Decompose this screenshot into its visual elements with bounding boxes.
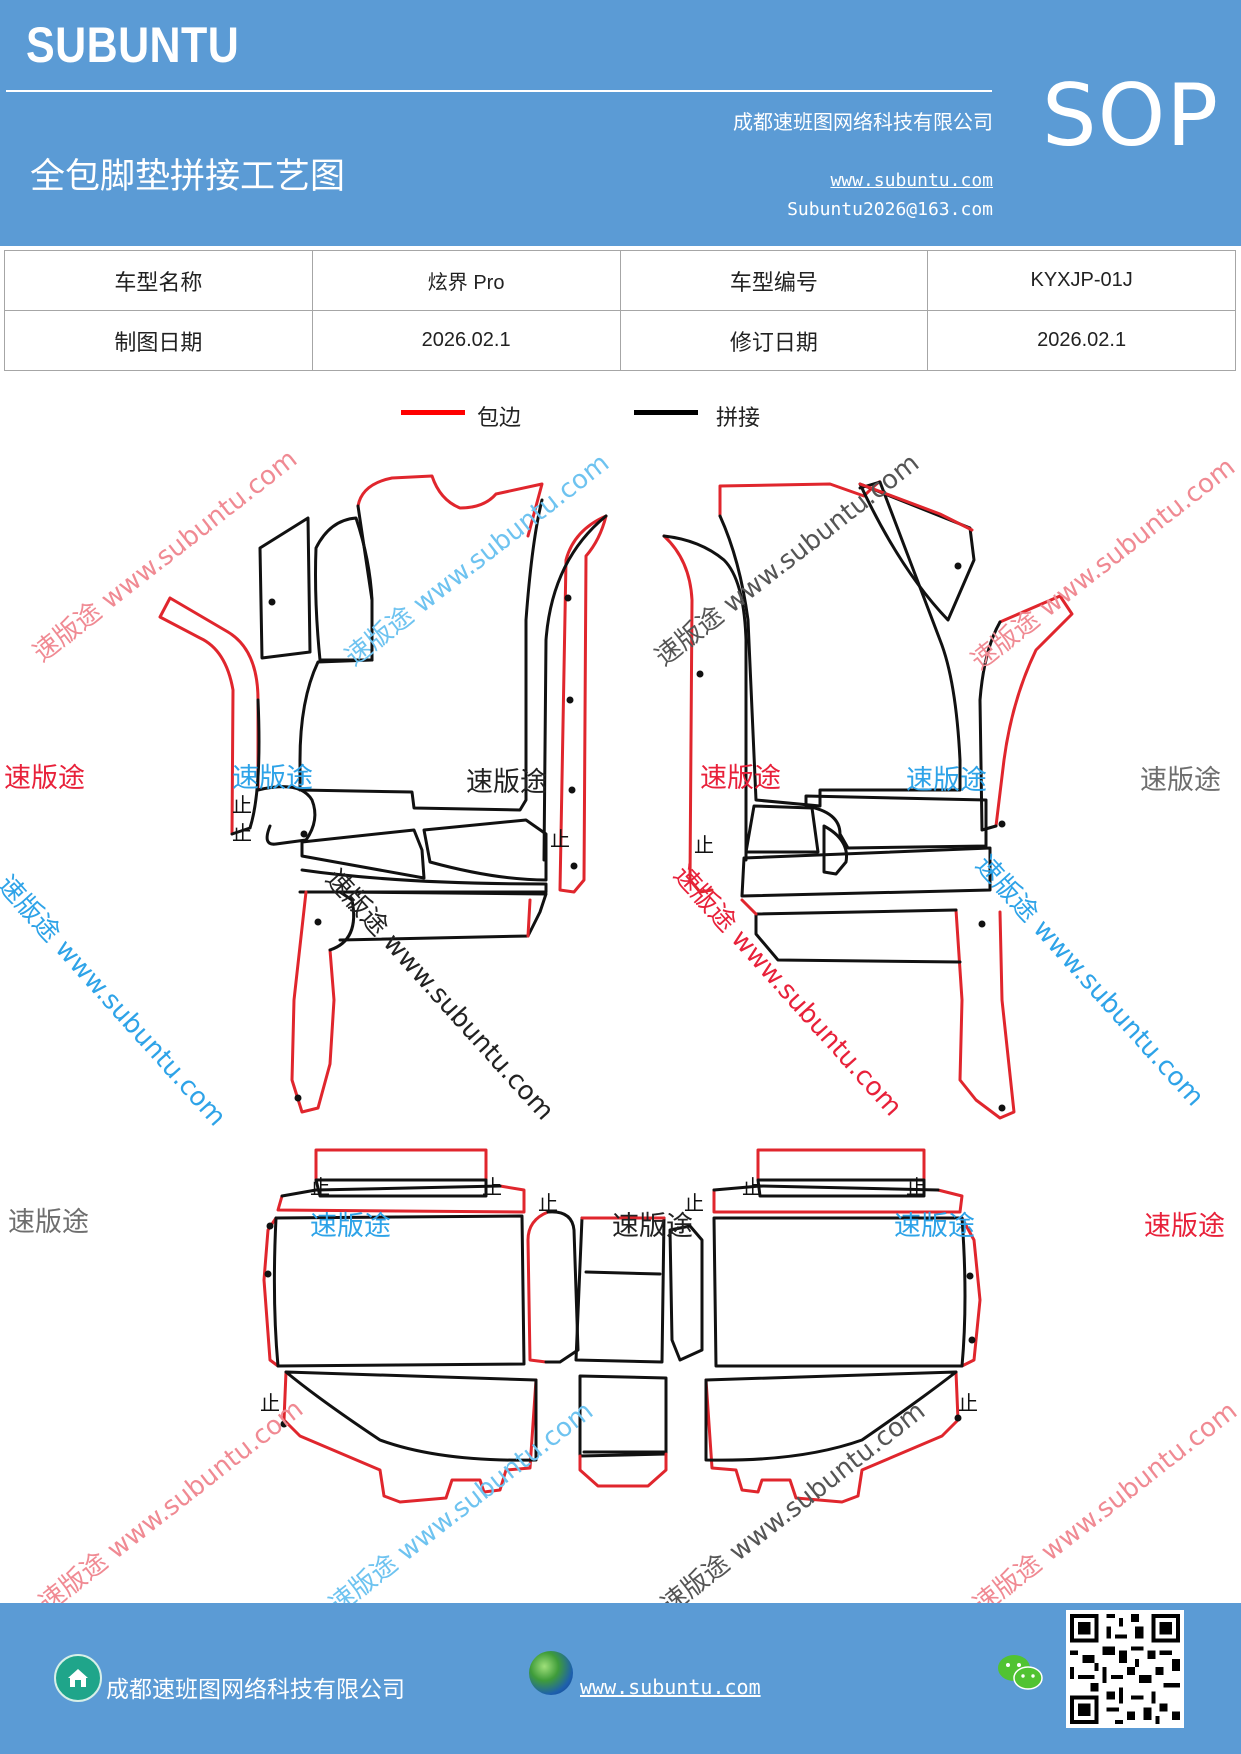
mat-piece-right-footwell bbox=[744, 804, 820, 854]
mat-piece-rear-right-seat bbox=[712, 1216, 982, 1368]
draw-date-label: 制图日期 bbox=[4, 310, 313, 371]
header-website-link[interactable]: www.subuntu.com bbox=[830, 170, 993, 191]
watermark-word: 速版途 bbox=[1144, 1211, 1225, 1242]
mat-piece-left-tunnel bbox=[300, 828, 426, 880]
watermark-word: 速版途 bbox=[1140, 765, 1221, 796]
watermark-word: 速版途 bbox=[894, 1211, 975, 1242]
qr-code bbox=[1066, 1610, 1184, 1728]
watermark-word: 速版途 bbox=[232, 763, 313, 794]
vehicle-name-value: 炫界 Pro bbox=[311, 250, 621, 311]
watermark-word: 速版途 bbox=[612, 1211, 693, 1242]
stop-marks: 止止 止止 止止 止止 止止 止止 bbox=[232, 793, 978, 1415]
legend-edge-label: 包边 bbox=[477, 406, 522, 431]
mat-piece-rear-right-lower bbox=[704, 1370, 960, 1504]
mat-piece-rear-right-top-strip bbox=[756, 1148, 926, 1198]
mat-piece-rear-right-upper-band bbox=[712, 1184, 964, 1214]
header-divider bbox=[6, 90, 992, 92]
svg-text:止: 止 bbox=[232, 793, 252, 817]
legend-seam-label: 拼接 bbox=[716, 406, 761, 431]
mat-piece-left-footwell bbox=[422, 818, 548, 882]
footer-company: 成都速班图网络科技有限公司 bbox=[106, 1677, 405, 1703]
brand-logo: SUBUNTU bbox=[26, 17, 240, 73]
globe-icon bbox=[529, 1651, 573, 1695]
mat-piece-right-pillar-edge bbox=[858, 482, 974, 532]
mat-piece-rear-left-seat bbox=[262, 1214, 526, 1368]
home-icon bbox=[54, 1654, 102, 1702]
mat-piece-passenger-door-strip bbox=[662, 534, 748, 894]
mat-piece-center-tunnel-upper bbox=[574, 1216, 666, 1364]
wechat-icon[interactable] bbox=[996, 1652, 1044, 1694]
mat-piece-left-lower-leg bbox=[290, 890, 548, 1114]
mat-piece-rear-left-upper-band bbox=[276, 1184, 526, 1214]
vehicle-code-label: 车型编号 bbox=[619, 250, 929, 311]
mat-piece-center-tunnel-lower bbox=[578, 1374, 668, 1488]
svg-text:止: 止 bbox=[694, 833, 714, 857]
revise-date-label: 修订日期 bbox=[619, 310, 929, 371]
sop-badge: SOP bbox=[1042, 66, 1220, 166]
page-title: 全包脚垫拼接工艺图 bbox=[30, 157, 346, 197]
svg-text:止: 止 bbox=[684, 1191, 704, 1215]
mat-piece-right-tunnel bbox=[804, 794, 988, 850]
mat-piece-right-center-bend bbox=[822, 824, 849, 876]
mat-piece-left-side-arm bbox=[158, 596, 261, 836]
header-company: 成都速班图网络科技有限公司 bbox=[733, 110, 993, 134]
mat-piece-right-pillar bbox=[858, 482, 976, 622]
mat-piece-center-right-strip bbox=[668, 1224, 704, 1362]
footer-website-link[interactable]: www.subuntu.com bbox=[580, 1675, 761, 1699]
svg-text:止: 止 bbox=[260, 1391, 280, 1415]
svg-text:止: 止 bbox=[482, 1175, 502, 1199]
legend-seam-swatch bbox=[634, 410, 698, 415]
svg-text:止: 止 bbox=[538, 1191, 558, 1215]
mat-piece-right-lower-leg bbox=[740, 898, 1016, 1120]
header-email[interactable]: Subuntu2026@163.com bbox=[787, 199, 993, 220]
watermark-word: 速版途 bbox=[466, 767, 547, 798]
svg-text:止: 止 bbox=[958, 1391, 978, 1415]
svg-text:止: 止 bbox=[310, 1175, 330, 1199]
mat-piece-driver-main bbox=[298, 474, 544, 812]
vehicle-info-table: 车型名称 炫界 Pro 车型编号 KYXJP-01J 制图日期 2026.02.… bbox=[4, 250, 1236, 371]
svg-text:止: 止 bbox=[742, 1175, 762, 1199]
mat-piece-left-pillar bbox=[258, 516, 312, 660]
vehicle-code-value: KYXJP-01J bbox=[927, 250, 1236, 311]
watermark-word: 速版途 bbox=[700, 763, 781, 794]
svg-text:止: 止 bbox=[550, 827, 570, 851]
svg-text:止: 止 bbox=[232, 821, 252, 845]
legend-edge-swatch bbox=[401, 410, 465, 415]
mat-piece-left-front-bend bbox=[256, 785, 317, 846]
watermark-word: 速版途 bbox=[310, 1211, 391, 1242]
watermark-word: 速版途 bbox=[4, 763, 85, 794]
mounting-holes bbox=[264, 562, 1006, 1428]
mat-piece-right-rear-edge bbox=[740, 846, 992, 898]
watermark-word: 速版途 bbox=[906, 765, 987, 796]
vehicle-name-label: 车型名称 bbox=[4, 250, 313, 311]
mat-piece-left-rear-edge bbox=[298, 868, 548, 894]
table-row: 制图日期 2026.02.1 修订日期 2026.02.1 bbox=[4, 310, 1236, 371]
mat-piece-driver-door-strip bbox=[542, 514, 608, 894]
svg-text:止: 止 bbox=[906, 1175, 926, 1199]
mat-piece-right-side-arm bbox=[978, 594, 1074, 832]
header-bar bbox=[0, 0, 1241, 246]
watermark-word: 速版途 bbox=[8, 1207, 89, 1238]
revise-date-value: 2026.02.1 bbox=[927, 310, 1236, 371]
mat-piece-rear-left-lower bbox=[282, 1370, 538, 1504]
mat-piece-rear-left-side-strip bbox=[526, 1210, 580, 1364]
draw-date-value: 2026.02.1 bbox=[311, 310, 621, 371]
table-row: 车型名称 炫界 Pro 车型编号 KYXJP-01J bbox=[4, 250, 1236, 311]
